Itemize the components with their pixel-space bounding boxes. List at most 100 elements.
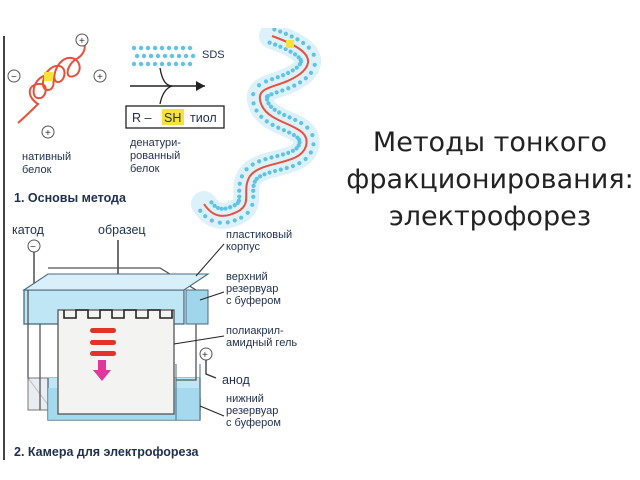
sds-molecule-dot — [286, 150, 291, 155]
sds-molecule-dot — [187, 61, 193, 67]
sds-molecule-dot — [274, 90, 279, 95]
sds-molecule-dot — [267, 40, 272, 45]
sds-molecule-dot — [232, 203, 237, 208]
sds-molecule-dot — [232, 218, 237, 223]
sds-molecule-dot — [299, 120, 304, 126]
sds-molecule-dot — [277, 110, 282, 115]
reaction-arrow — [130, 67, 205, 105]
sds-molecule-dot — [152, 61, 158, 67]
sds-molecule-dot — [180, 45, 186, 51]
sds-molecule-dot — [256, 83, 262, 88]
sds-molecule-dot — [291, 132, 296, 138]
sds-molecule-dot — [159, 45, 165, 51]
sds-molecule-dot — [251, 188, 256, 193]
sds-molecule-dot — [173, 45, 179, 51]
sds-molecule-dot — [290, 148, 296, 153]
sds-molecule-dot — [257, 174, 263, 179]
part1-caption: 1. Основы метода — [14, 191, 127, 205]
sds-molecule-dot — [239, 174, 245, 179]
slide-title-line-2: фракционирования: — [346, 164, 634, 195]
sds-molecule-dot — [228, 205, 233, 210]
native-protein-coil: + − + + — [7, 33, 107, 139]
sds-molecule-dot — [269, 155, 274, 160]
sds-molecule-dot — [267, 170, 272, 175]
sds-molecule-dot — [308, 150, 313, 155]
sds-molecule-dot — [223, 206, 228, 211]
gel-label-2: амидный гель — [226, 337, 297, 349]
slide-title: Методы тонкого фракционирования: электро… — [344, 124, 636, 235]
sds-molecule-dot — [187, 45, 193, 51]
sds-molecule-dot — [303, 156, 308, 162]
sds-molecule-dot — [270, 122, 275, 127]
sds-molecule-dot — [289, 34, 294, 39]
sds-molecule-dot — [308, 70, 314, 75]
sds-molecule-dot — [180, 61, 186, 67]
sds-molecule-dot — [278, 29, 283, 34]
svg-text:−: − — [11, 72, 17, 83]
sds-molecule-dot — [263, 157, 268, 162]
protein-band — [90, 328, 116, 333]
sds-molecule-dot — [217, 220, 222, 225]
sds-molecule-dot — [212, 203, 217, 208]
sds-molecule-dot — [275, 75, 280, 80]
sds-molecule-dot — [287, 115, 292, 120]
sds-molecule-dot — [235, 200, 240, 206]
sds-molecule-dot — [310, 133, 315, 138]
protein-band — [90, 340, 116, 345]
sds-molecule-dot — [293, 117, 298, 123]
sds-molecule-dot — [257, 159, 262, 164]
upper-reservoir-label-3: с буфером — [226, 295, 281, 307]
sds-molecule-dot — [138, 61, 144, 67]
sds-molecule-dot — [266, 101, 271, 106]
sds-label: SDS — [202, 49, 225, 61]
polyacrylamide-gel — [57, 309, 175, 415]
sds-molecule-dot — [252, 179, 257, 184]
electrophoresis-figure: + − + + нативный белок SDS — [0, 28, 340, 468]
sds-molecule-dot — [278, 167, 283, 172]
sds-molecule-dot — [131, 45, 137, 51]
sds-molecule-dot — [295, 37, 300, 42]
sds-molecule-dot — [138, 45, 144, 51]
denatured-protein-chain — [191, 28, 321, 229]
sds-molecule-dot — [176, 53, 182, 59]
sds-molecule-dot — [198, 208, 203, 213]
thiol-r-text: R – — [132, 111, 152, 125]
sds-molecule-dot — [280, 88, 285, 93]
sds-molecule-dot — [280, 152, 286, 157]
sds-molecule-dot — [303, 76, 308, 81]
protein-band — [90, 351, 116, 356]
sh-group-marker — [286, 40, 294, 48]
sds-molecule-dot — [244, 167, 249, 172]
sds-molecule-dot — [268, 104, 274, 109]
sds-molecule-dot — [296, 143, 301, 148]
sds-molecule-dot — [254, 108, 259, 113]
sds-molecule-dot — [203, 214, 208, 219]
sds-molecule-dot — [273, 42, 278, 47]
thiol-sh-text: SH — [164, 111, 181, 125]
upper-reservoir-label-1: верхний — [226, 271, 268, 283]
sds-molecule-dot — [297, 140, 302, 145]
sds-molecule-dot — [290, 163, 296, 169]
sds-molecule-dot — [245, 210, 250, 215]
sds-molecule-dot — [263, 79, 269, 84]
sds-molecule-dot — [292, 83, 297, 88]
sample-wells — [63, 309, 173, 319]
lower-reservoir-label-1: нижний — [226, 393, 264, 405]
sds-molecule-dot — [169, 53, 175, 59]
sds-molecule-dot — [272, 28, 277, 32]
sds-molecule-dot — [148, 53, 154, 59]
sds-molecule-dot — [276, 125, 281, 130]
sds-molecule-dot — [159, 61, 165, 67]
gel-label-1: полиакрил- — [226, 325, 284, 337]
thiol-word-text: тиол — [190, 111, 217, 125]
charge-minus-icon — [7, 69, 21, 83]
sds-molecule-dot — [294, 65, 299, 70]
svg-text:+: + — [97, 72, 103, 83]
sds-molecule-dot — [145, 45, 151, 51]
sds-molecule-dot — [250, 202, 255, 207]
anode-connector: + — [199, 347, 217, 379]
sds-molecule-dot — [278, 44, 283, 49]
sds-molecule-dot — [288, 49, 293, 54]
sds-molecule-dot — [239, 215, 244, 220]
